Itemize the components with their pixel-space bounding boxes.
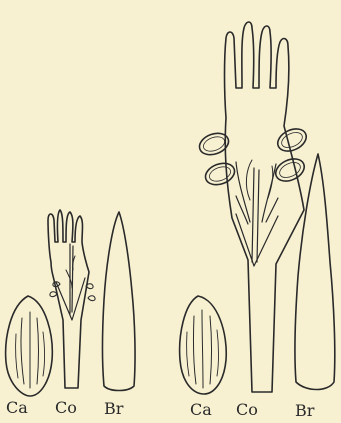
left-bract-label: Br [104,401,123,417]
right-corolla-label: Co [236,402,258,418]
left-figure [6,210,135,396]
left-calyx [6,296,53,396]
left-bract [103,212,136,391]
right-bract-label: Br [295,403,314,419]
right-bract [295,154,335,390]
right-anthers [196,125,309,189]
left-corolla [48,210,95,388]
right-calyx-label: Ca [190,402,212,418]
right-corolla [225,22,305,392]
left-corolla-label: Co [55,400,77,416]
left-calyx-label: Ca [6,400,28,416]
right-figure [180,22,335,394]
right-calyx [180,296,227,394]
